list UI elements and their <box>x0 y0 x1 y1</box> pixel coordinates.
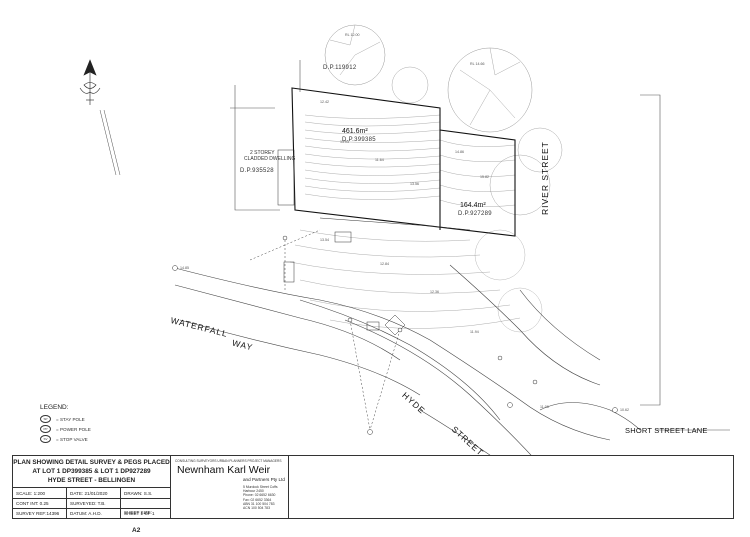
address-line: ACN 100 504 783 <box>243 506 270 511</box>
legend-label: = STAY POLE <box>56 416 85 422</box>
spot-level: 14.85 <box>180 266 189 270</box>
building-label-2: CLADDED DWELLING <box>244 156 296 162</box>
firm-services: CONSULTING SURVEYORS URBAN PLANNERS PROJ… <box>175 459 282 463</box>
legend-label: = POWER POLE <box>56 426 91 432</box>
firm-sub: and Partners Pty Ltd <box>243 477 285 482</box>
spot-level: 13.03 <box>340 140 349 144</box>
drawn: DRAWN: S.S. <box>121 488 171 499</box>
plan-description: PLAN SHOWING DETAIL SURVEY & PEGS PLACED… <box>13 456 171 488</box>
dp-west: D.P.935528 <box>240 168 274 174</box>
address-line: Fax: 02 6652 3364 <box>243 497 272 502</box>
plan-line: HYDE STREET - BELLINGEN <box>47 477 136 484</box>
legend: LEGEND: SP = STAY POLE PP = POWER POLE S… <box>40 404 91 444</box>
legend-title: LEGEND: <box>40 404 69 411</box>
spot-level: 13.54 <box>320 238 329 242</box>
dp-north: D.P.119912 <box>323 65 357 71</box>
sheet-size-value: A2 <box>132 527 141 534</box>
contour-interval: CONT INT: 0.25 <box>13 499 67 509</box>
address-line: 5 Murdock Street Coffs Harbour 2450 <box>243 485 278 494</box>
firm-address: 5 Murdock Street Coffs Harbour 2450 Phon… <box>243 485 288 510</box>
address-line: ABN 31 100 504 783 <box>243 501 275 506</box>
lot1-dp: D.P.399385 <box>342 137 376 143</box>
survey-ref: SURVEY REF:14396 <box>13 509 67 518</box>
spot-level: 10.62 <box>620 408 629 412</box>
building-label-1: 2 STOREY <box>250 150 275 156</box>
spot-level: 11.94 <box>470 330 479 334</box>
stay-pole-icon: SP <box>40 415 51 423</box>
date: DATE: 21/01/2020 <box>67 488 121 499</box>
lot2-dp: D.P.927289 <box>458 211 492 217</box>
sheet-size-label: SHEET SIZE: <box>124 510 152 515</box>
lot2-area: 164.4m² <box>460 202 486 209</box>
legend-item: PP = POWER POLE <box>40 424 91 434</box>
plan-line: PLAN SHOWING DETAIL SURVEY & PEGS PLACED <box>13 459 170 466</box>
spot-level: 15.82 <box>480 175 489 179</box>
power-pole-icon: PP <box>40 425 51 433</box>
scale: SCALE: 1:200 <box>13 488 67 499</box>
spot-level: 13.56 <box>410 182 419 186</box>
lot1-area: 461.6m² <box>342 128 368 135</box>
surveyed: SURVEYED: T.B. <box>67 499 121 509</box>
sheet-size: SHEET SIZE: A2 <box>121 499 171 534</box>
sheet-number: SHEET 1 OF 1 <box>121 509 171 518</box>
spot-level: 12.42 <box>320 100 329 104</box>
legend-label: = STOP VALVE <box>56 436 88 442</box>
spot-level: 11.08 <box>540 405 549 409</box>
spot-level: 14.86 <box>455 150 464 154</box>
spot-level: RL 12.00 <box>345 33 360 37</box>
datum: DATUM: A.H.D. <box>67 509 121 518</box>
street-label-short-street-lane: SHORT STREET LANE <box>625 426 708 435</box>
address-line: Phone: 02 6652 6630 <box>243 493 276 498</box>
stop-valve-icon: SV <box>40 435 51 443</box>
spot-level: RL 14.66 <box>470 62 485 66</box>
plan-line: AT LOT 1 DP399385 & LOT 1 DP927289 <box>32 468 151 475</box>
spot-level: 12.36 <box>430 290 439 294</box>
north-arrow-icon <box>79 59 121 176</box>
legend-item: SV = STOP VALVE <box>40 434 91 444</box>
legend-item: SP = STAY POLE <box>40 414 91 424</box>
spot-level: 11.64 <box>375 158 384 162</box>
spot-level: 12.84 <box>380 262 389 266</box>
firm-block: CONSULTING SURVEYORS URBAN PLANNERS PROJ… <box>171 456 289 518</box>
firm-name: Newnham Karl Weir <box>177 464 271 476</box>
title-block: PLAN SHOWING DETAIL SURVEY & PEGS PLACED… <box>12 455 734 534</box>
firm-logo-icon <box>213 475 237 499</box>
street-label-river: RIVER STREET <box>540 141 550 215</box>
